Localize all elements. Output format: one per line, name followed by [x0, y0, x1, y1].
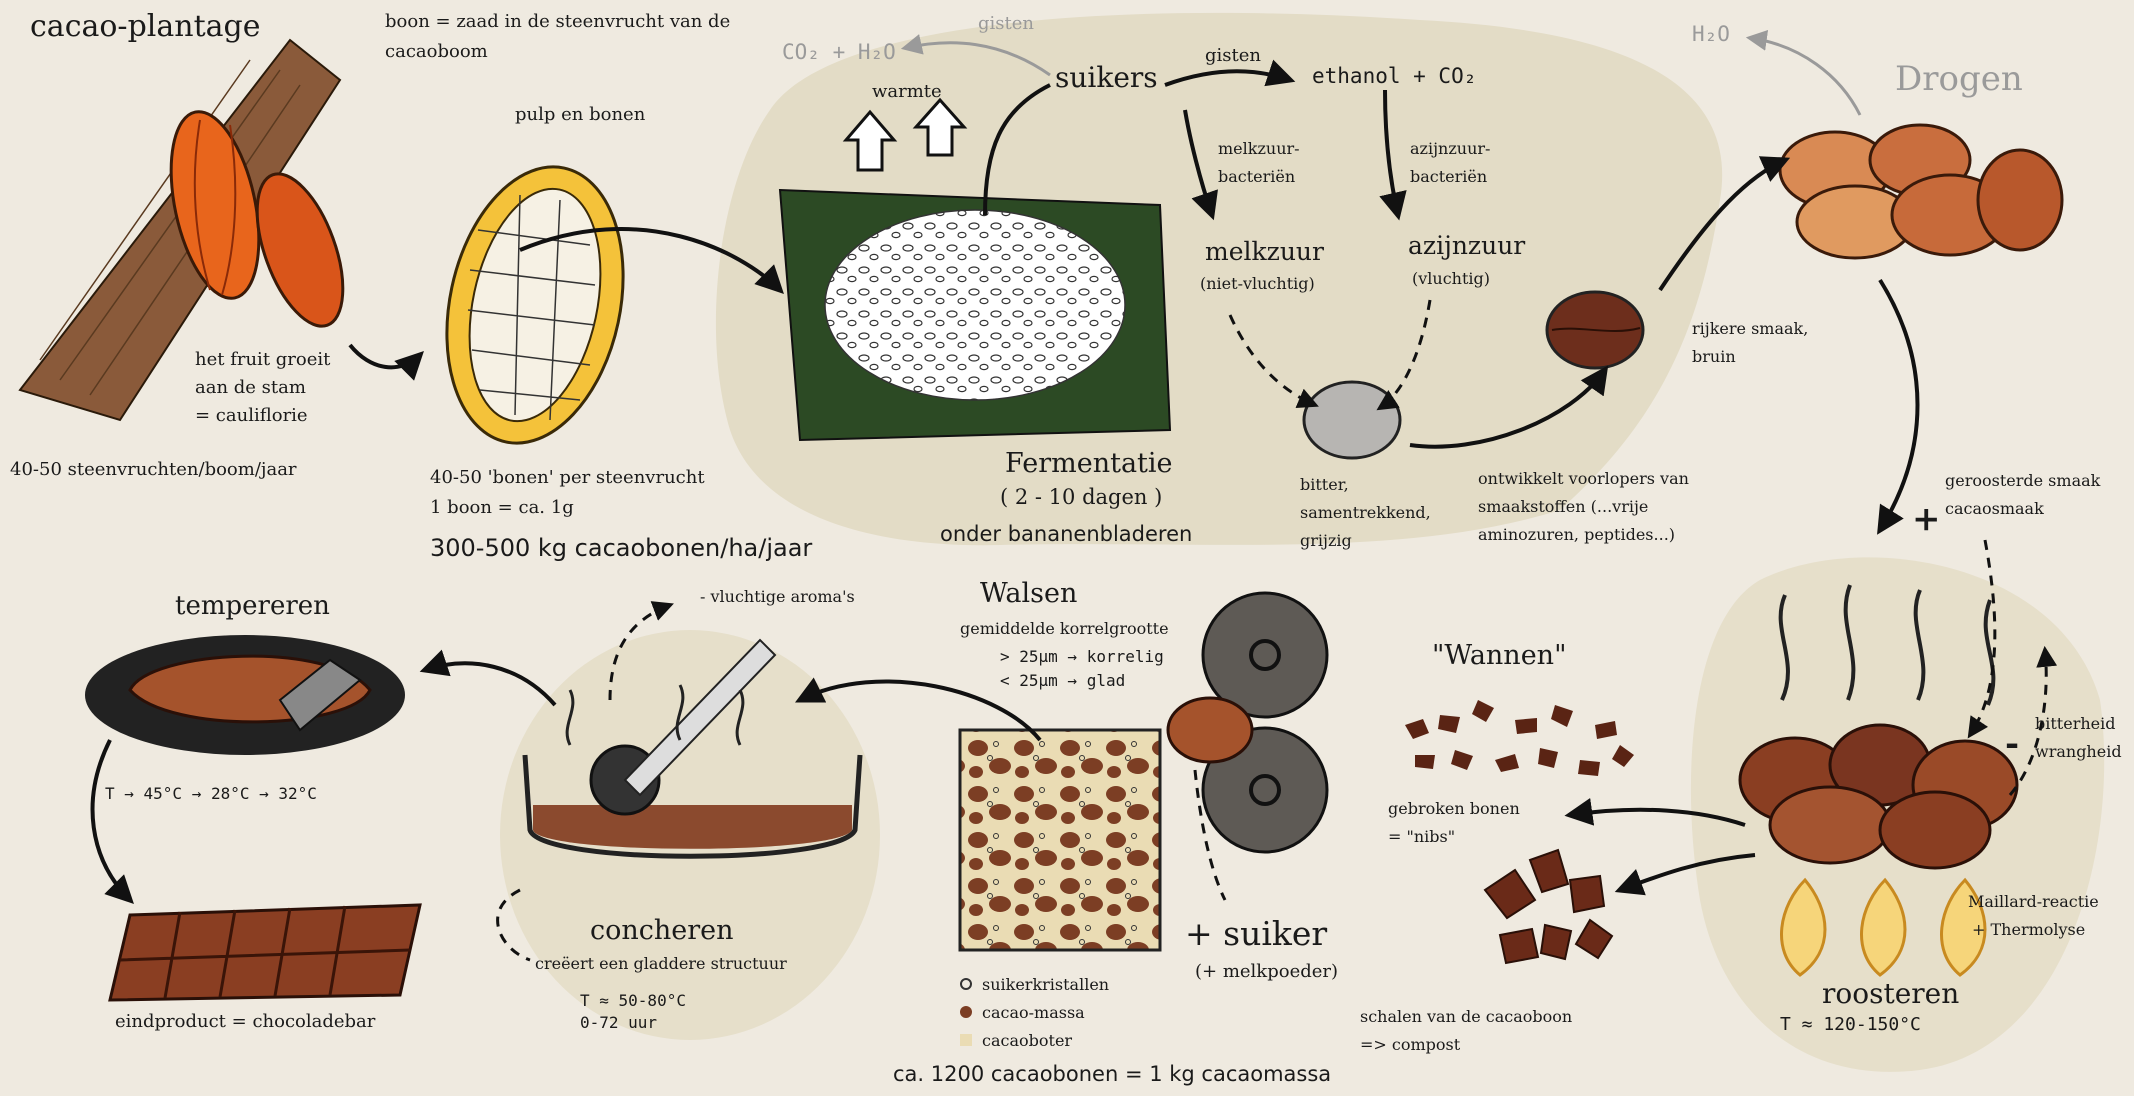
plantation-yield: 40-50 steenvruchten/boom/jaar	[10, 460, 297, 481]
plantation-note-3: = cauliflorie	[195, 406, 308, 427]
acetic-acid-label: azijnzuur	[1408, 232, 1525, 261]
conching-time: 0-72 uur	[580, 1014, 657, 1032]
bitter-3: grijzig	[1300, 532, 1352, 550]
aroma-label: - vluchtige aroma's	[700, 588, 855, 606]
fermentation-under: onder bananenbladeren	[940, 522, 1192, 546]
roast-minus-2: wrangheid	[2035, 743, 2122, 761]
nibs-2: = "nibs"	[1388, 828, 1455, 846]
ethanol-label: ethanol + CO₂	[1312, 64, 1476, 88]
develops-2: smaakstoffen (...vrije	[1478, 498, 1648, 516]
nibs-icon	[1405, 700, 1634, 776]
chocolate-bar-icon	[110, 905, 420, 1000]
tempering-icon	[85, 635, 405, 755]
grain-fine: < 25μm → glad	[1000, 672, 1125, 690]
bean-definition-1: boon = zaad in de steenvrucht van de	[385, 12, 730, 33]
plantation-title: cacao-plantage	[30, 10, 260, 45]
legend-cocoa-butter: cacaoboter	[960, 1032, 1072, 1050]
dried-beans-icon	[1780, 125, 2062, 258]
bean-mass-ratio: ca. 1200 cacaobonen = 1 kg cacaomassa	[893, 1062, 1331, 1086]
gisten-right-label: gisten	[1205, 46, 1261, 67]
conching-desc: creëert een gladdere structuur	[535, 955, 787, 973]
shells-icon	[1485, 850, 1612, 963]
cacao-pod-open-icon	[423, 150, 648, 459]
acetic-bacteria-2: bacteriën	[1410, 168, 1487, 186]
winnowing-title: "Wannen"	[1432, 640, 1567, 671]
h2o-label: H₂O	[1692, 22, 1730, 46]
arrow-temper-to-bar	[93, 740, 130, 900]
plantation-note-2: aan de stam	[195, 378, 306, 399]
acetic-bacteria-1: azijnzuur-	[1410, 140, 1490, 158]
warmte-label: warmte	[872, 82, 942, 103]
brown-bean-icon	[1547, 292, 1643, 368]
lactic-acid-label: melkzuur	[1205, 238, 1324, 267]
bitter-1: bitter,	[1300, 476, 1349, 494]
gisten-left-label: gisten	[978, 14, 1034, 35]
richer-taste-2: bruin	[1692, 348, 1736, 366]
cocoa-mass-square-icon	[960, 730, 1160, 950]
lactic-acid-sub: (niet-vluchtig)	[1200, 275, 1315, 293]
acetic-acid-sub: (vluchtig)	[1412, 270, 1490, 288]
milk-label: (+ melkpoeder)	[1195, 962, 1338, 983]
end-product: eindproduct = chocoladebar	[115, 1012, 375, 1033]
arrow-conche-to-temper	[425, 663, 555, 705]
arrow-dried-to-roast	[1880, 280, 1918, 530]
roast-minus-1: bitterheid	[2035, 715, 2115, 733]
beans-per-pod: 40-50 'bonen' per steenvrucht	[430, 468, 705, 489]
grain-size-label: gemiddelde korrelgrootte	[960, 620, 1169, 638]
roast-plus-1: geroosterde smaak	[1945, 472, 2100, 490]
pulp-label: pulp en bonen	[515, 105, 645, 126]
tempering-title: tempereren	[175, 592, 330, 622]
develops-1: ontwikkelt voorlopers van	[1478, 470, 1689, 488]
bean-weight: 1 boon = ca. 1g	[430, 498, 574, 519]
banana-leaf-icon	[780, 190, 1170, 440]
grey-bean-icon	[1304, 382, 1400, 458]
conching-temp: T ≈ 50-80°C	[580, 992, 686, 1010]
arrow-dried-to-h2o	[1750, 38, 1860, 115]
maillard-1: Maillard-reactie	[1968, 893, 2099, 911]
develops-3: aminozuren, peptides...)	[1478, 526, 1675, 544]
nibs-1: gebroken bonen	[1388, 800, 1520, 818]
richer-taste-1: rijkere smaak,	[1692, 320, 1808, 338]
fermentation-title: Fermentatie	[1005, 448, 1173, 479]
roller-mill-icon	[1168, 593, 1327, 852]
sugar-label: + suiker	[1185, 915, 1327, 953]
conching-title: concheren	[590, 915, 734, 946]
suikers-label: suikers	[1055, 62, 1158, 94]
flame-icon	[1781, 880, 1985, 975]
plantation-note-1: het fruit groeit	[195, 350, 330, 371]
milling-title: Walsen	[980, 578, 1077, 609]
drying-title: Drogen	[1895, 60, 2023, 99]
lactic-bacteria-2: bacteriën	[1218, 168, 1295, 186]
bitter-2: samentrekkend,	[1300, 504, 1431, 522]
arrow-tree-to-pod	[350, 345, 420, 367]
bean-definition-2: cacaoboom	[385, 42, 488, 63]
co2-h2o-label: CO₂ + H₂O	[782, 40, 896, 64]
roasting-title: roosteren	[1822, 978, 1959, 1010]
tempering-temp: T → 45°C → 28°C → 32°C	[105, 785, 317, 803]
lactic-bacteria-1: melkzuur-	[1218, 140, 1300, 158]
shells-1: schalen van de cacaoboon	[1360, 1008, 1572, 1026]
shells-2: => compost	[1360, 1036, 1460, 1054]
maillard-2: + Thermolyse	[1972, 921, 2085, 939]
roast-plus-sign: +	[1912, 500, 1941, 539]
roast-plus-2: cacaosmaak	[1945, 500, 2044, 518]
legend-sugar-crystals: suikerkristallen	[960, 976, 1109, 994]
legend-cocoa-mass: cacao-massa	[960, 1004, 1085, 1022]
yield-per-ha: 300-500 kg cacaobonen/ha/jaar	[430, 535, 812, 563]
roasting-temp: T ≈ 120-150°C	[1780, 1015, 1921, 1036]
fermentation-duration: ( 2 - 10 dagen )	[1000, 485, 1162, 509]
grain-coarse: > 25μm → korrelig	[1000, 648, 1164, 666]
roast-minus-sign: -	[2005, 725, 2019, 764]
